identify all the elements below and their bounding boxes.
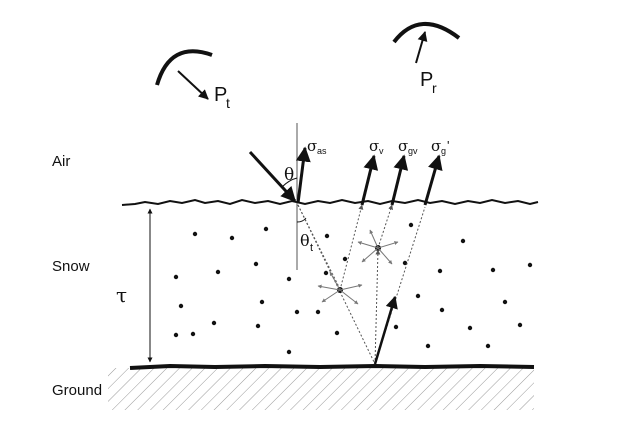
sigma-v-sub: v <box>379 146 384 156</box>
transmit-power-sub: t <box>226 95 230 111</box>
snow-layer-label: Snow <box>52 258 90 275</box>
receive-arrow <box>415 31 428 64</box>
transmit-power-label: P <box>214 84 227 106</box>
refraction-angle-label: θ <box>300 231 310 250</box>
incidence-angle-arc <box>281 177 298 188</box>
sigma-as-sub: as <box>317 146 327 156</box>
ground-volume-arrow <box>390 154 409 206</box>
incident-beam-arrow <box>248 150 297 203</box>
ground-reflect-to-scatterer <box>374 249 381 365</box>
sigma-g-sub: g <box>441 146 446 156</box>
refraction-angle-sub: t <box>310 242 313 254</box>
volume-scatterer-lower <box>317 271 363 305</box>
ground-volume-path-dotted <box>377 204 393 249</box>
transmit-arrow <box>177 70 209 100</box>
sigma-gv-sub: gv <box>408 146 418 156</box>
ground-reflect-path <box>374 206 426 365</box>
air-layer-label: Air <box>52 153 70 170</box>
receive-antenna-arc <box>392 22 461 44</box>
ground-layer-label: Ground <box>52 382 102 399</box>
surface-backscatter-arrow <box>295 146 311 204</box>
volume-path-dotted <box>339 204 364 291</box>
receive-power-label: P <box>420 69 433 91</box>
sigma-g-prime: ' <box>447 138 449 153</box>
ground-direct-arrow <box>373 295 398 365</box>
incidence-angle-label: θ <box>284 165 294 185</box>
sigma-g-symbol: σ <box>431 137 441 155</box>
ground-hatch <box>108 368 534 410</box>
optical-depth-label: τ <box>116 283 127 307</box>
snow-surface-line <box>121 198 539 206</box>
volume-backscatter-arrow <box>360 154 379 206</box>
ground-surface-line <box>129 363 535 370</box>
transmit-antenna-arc <box>155 49 213 86</box>
sigma-v-symbol: σ <box>369 137 379 155</box>
sigma-gv-symbol: σ <box>398 137 408 155</box>
refraction-angle-arc <box>296 217 307 223</box>
ground-backscatter-arrow <box>423 154 443 206</box>
snow-particles <box>173 222 533 355</box>
sigma-as-symbol: σ <box>307 137 317 155</box>
receive-power-sub: r <box>432 80 437 96</box>
